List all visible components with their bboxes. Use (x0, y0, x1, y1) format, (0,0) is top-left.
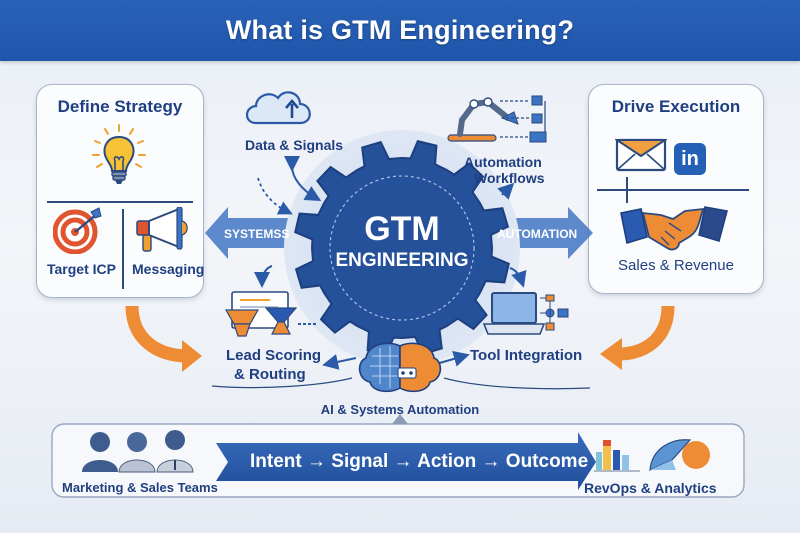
team-people-icon (82, 430, 194, 473)
card-divider-horizontal (597, 189, 749, 191)
ai-brain-icon (358, 342, 442, 393)
lead-arrow (254, 265, 273, 288)
card-divider-horizontal (47, 201, 193, 203)
automation-workflows-label-1: Automation (464, 154, 542, 170)
funnel-scoring-icon (224, 291, 316, 337)
sales-revenue-label: Sales & Revenue (618, 257, 734, 274)
ai-automation-label: AI & Systems Automation (320, 402, 480, 417)
brain-to-tool-arrow (435, 351, 470, 367)
messaging-label: Messaging (132, 261, 205, 277)
drive-execution-title: Drive Execution (611, 97, 741, 116)
target-icp-label: Target ICP (47, 261, 116, 277)
page-title: What is GTM Engineering? (225, 15, 575, 45)
define-strategy-title: Define Strategy (57, 97, 183, 116)
handshake-icon (620, 206, 728, 251)
linkedin-text: in (681, 148, 699, 170)
header-banner: What is GTM Engineering? (0, 0, 800, 61)
gear-title-line1: GTM (364, 210, 440, 248)
email-icon (615, 138, 667, 172)
systems-arrow-label: SYSTEMSS (224, 227, 290, 241)
robot-arm-icon (447, 95, 547, 143)
workflow-arrow (497, 182, 515, 200)
automation-workflows-label-2: Workflows (474, 170, 545, 186)
brain-to-lead-arrow (322, 354, 357, 370)
orange-arrow-left (125, 305, 202, 372)
define-strategy-card: Define Strategy Target ICP Messaging (36, 84, 204, 298)
revops-label: RevOps & Analytics (584, 480, 717, 496)
gear-title-line2: ENGINEERING (335, 250, 469, 271)
gear-body (294, 140, 510, 356)
orange-arrow-right (600, 305, 675, 370)
flow-sequence: Intent → Signal → Action → Outcome (250, 451, 589, 472)
cloud-upload-icon (245, 91, 311, 125)
lead-scoring-label-2: & Routing (234, 366, 306, 383)
analytics-chart-icon (594, 440, 640, 472)
laptop-integration-icon (482, 292, 569, 335)
linkedin-icon: in (674, 143, 706, 175)
pie-chart-icon (649, 439, 710, 471)
gtm-gear-icon (294, 140, 510, 356)
flow-band (216, 432, 596, 490)
drive-execution-card: Drive Execution in Sales & Revenue (588, 84, 764, 294)
data-signals-arrow (257, 177, 293, 215)
teams-label: Marketing & Sales Teams (62, 480, 218, 495)
data-signals-bidirectional-arrow (283, 155, 322, 201)
target-icon (53, 207, 102, 254)
lightbulb-icon (92, 124, 146, 184)
tool-integration-label: Tool Integration (470, 347, 583, 364)
card-divider-vertical (626, 177, 628, 203)
tool-arrow (509, 267, 527, 288)
data-signals-label: Data & Signals (245, 137, 344, 153)
card-divider-vertical (122, 209, 124, 289)
megaphone-icon (136, 207, 188, 252)
panel-pointer (392, 414, 408, 424)
lead-scoring-label-1: Lead Scoring (226, 347, 322, 364)
automation-arrow-label: AUTOMATION (497, 227, 578, 241)
